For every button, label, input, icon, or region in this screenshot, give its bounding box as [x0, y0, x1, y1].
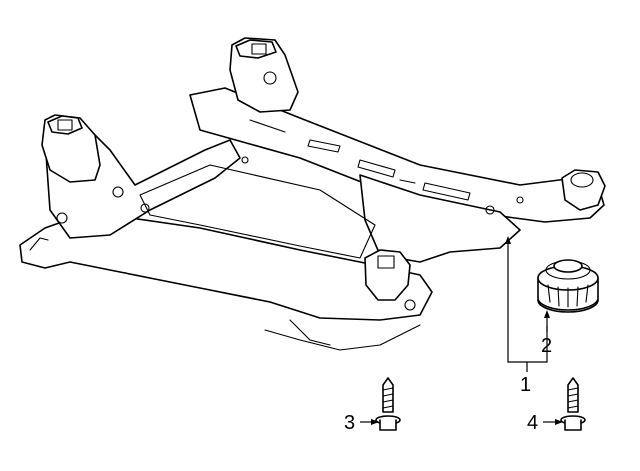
bolt-part-4 [560, 377, 586, 431]
subframe [19, 37, 606, 351]
bolt-part-3 [375, 377, 401, 431]
callout-1: 1 [520, 374, 531, 396]
callout-3: 3 [344, 412, 355, 434]
callout-2: 2 [541, 335, 552, 357]
leader-lines [360, 236, 563, 425]
callout-4: 4 [527, 412, 538, 434]
mount-part-2 [537, 259, 599, 313]
